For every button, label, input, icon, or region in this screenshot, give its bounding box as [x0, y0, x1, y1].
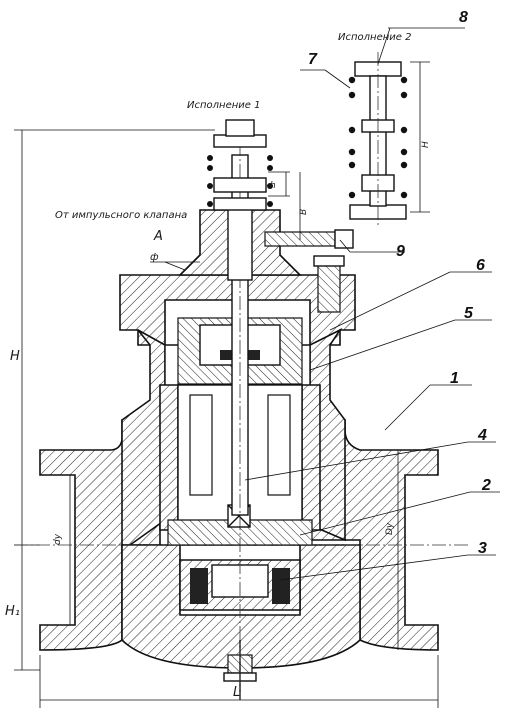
label-variant1: Исполнение 1 — [187, 100, 260, 111]
callout-3: 3 — [478, 540, 487, 557]
callout-7: 7 — [308, 51, 318, 68]
callout-6: 6 — [476, 257, 485, 274]
label-phi: ф — [150, 252, 159, 263]
leader-lines — [150, 27, 500, 581]
impulse-port — [264, 229, 354, 249]
bonnet — [178, 119, 345, 313]
callout-5: 5 — [464, 305, 474, 322]
callout-1: 1 — [450, 370, 459, 387]
label-variant2: Исполнение 2 — [338, 32, 411, 43]
dim-L: L — [233, 685, 240, 700]
callout-9: 9 — [396, 243, 405, 260]
dim-variant2-H: H — [421, 141, 431, 148]
callout-4: 4 — [477, 427, 487, 444]
dim-B: B — [299, 209, 309, 215]
label-from-impulse-valve: От импульсного клапана — [55, 210, 187, 221]
dimension-lines — [14, 129, 470, 708]
spring-variant1 — [207, 155, 273, 207]
dim-H: H — [10, 349, 20, 364]
variant2-detail — [348, 52, 430, 225]
dim-du: dу — [53, 533, 63, 545]
label-view-a: А — [153, 229, 163, 244]
callout-8: 8 — [459, 9, 468, 26]
dim-H1: H₁ — [5, 604, 20, 619]
dim-Du: Dу — [385, 522, 395, 535]
callout-2: 2 — [481, 477, 491, 494]
dim-h: h — [270, 181, 276, 191]
